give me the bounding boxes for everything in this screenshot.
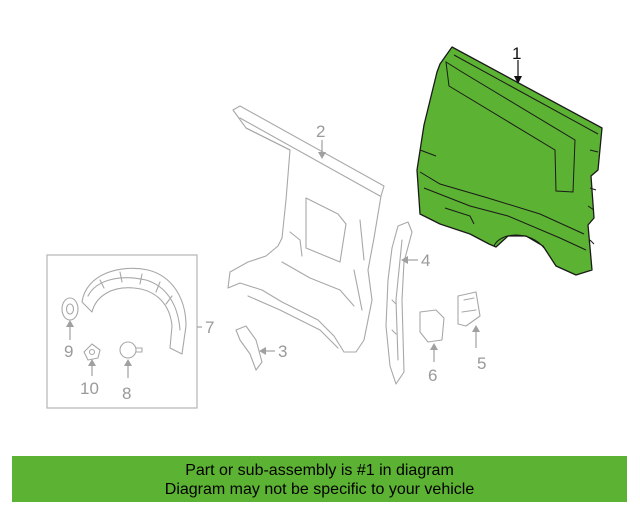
leader-4-arrow — [401, 256, 408, 264]
callout-3[interactable]: 3 — [278, 342, 287, 361]
part-7-wheel-liner[interactable] — [81, 267, 187, 355]
callout-5[interactable]: 5 — [477, 354, 486, 373]
parts-diagram: 1 2 3 4 5 6 7 8 9 10 — [46, 44, 603, 409]
part-9-clip[interactable] — [61, 297, 79, 321]
leader-9-arrow — [66, 320, 74, 327]
banner-line-1: Part or sub-assembly is #1 in diagram — [185, 462, 454, 479]
leader-8-arrow — [124, 359, 132, 366]
callout-9[interactable]: 9 — [64, 342, 73, 361]
callout-6[interactable]: 6 — [428, 366, 437, 385]
part-8-push-pin[interactable] — [119, 341, 143, 359]
part-2-inner-panel[interactable] — [227, 105, 385, 353]
part-3-bracket[interactable] — [235, 325, 263, 371]
part-4-pillar[interactable] — [385, 221, 413, 385]
callout-2[interactable]: 2 — [316, 122, 325, 141]
leader-6-arrow — [430, 343, 438, 350]
part-6-bracket[interactable] — [419, 309, 445, 343]
leader-2-arrow — [318, 152, 326, 159]
callout-10[interactable]: 10 — [80, 379, 99, 398]
leader-1-arrow — [514, 76, 522, 84]
part-1-quarter-panel[interactable] — [416, 46, 603, 276]
callout-8[interactable]: 8 — [122, 384, 131, 403]
part-5-bracket[interactable] — [457, 291, 481, 327]
leader-5-arrow — [472, 325, 480, 332]
inset-box — [46, 254, 198, 409]
callout-1[interactable]: 1 — [512, 44, 521, 63]
callout-7[interactable]: 7 — [205, 318, 214, 337]
callout-4[interactable]: 4 — [421, 251, 430, 270]
leader-10-arrow — [88, 359, 96, 366]
part-10-fastener[interactable] — [83, 343, 101, 361]
leader-3-arrow — [259, 347, 266, 355]
banner-line-2: Diagram may not be specific to your vehi… — [164, 481, 475, 498]
info-banner: Part or sub-assembly is #1 in diagram Di… — [12, 456, 627, 502]
